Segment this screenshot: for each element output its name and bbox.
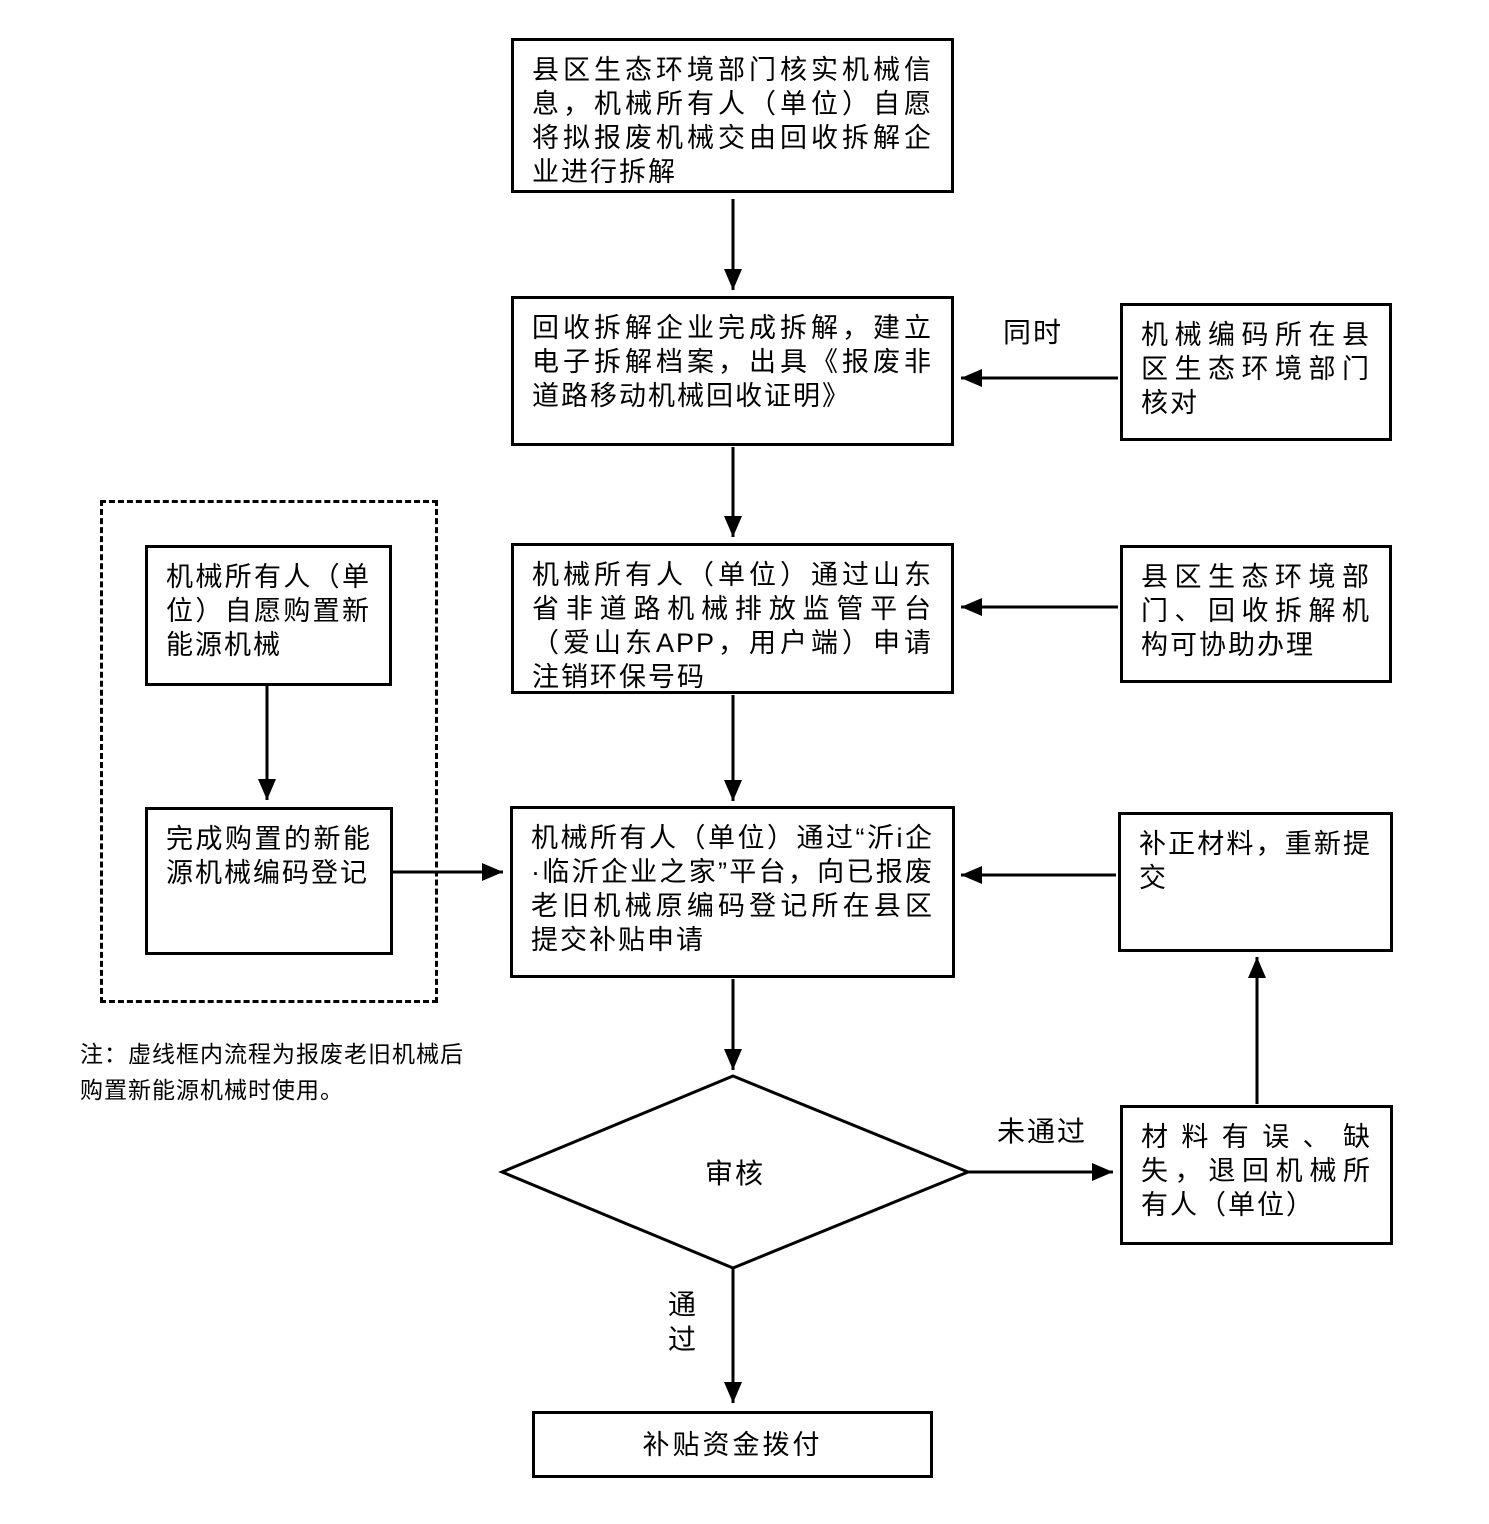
flow-node-dismantle: 回收拆解企业完成拆解，建立电子拆解档案，出具《报废非道路移动机械回收证明》 [511, 296, 954, 446]
side-node-return: 材料有误、缺失，退回机械所有人（单位） [1120, 1105, 1393, 1245]
flow-node-funds: 补贴资金拨付 [532, 1411, 933, 1478]
note-text: 注：虚线框内流程为报废老旧机械后购置新能源机械时使用。 [80, 1041, 464, 1103]
dashed-group-frame [100, 500, 438, 1003]
side-node-assist: 县区生态环境部门、回收拆解机构可协助办理 [1120, 545, 1392, 683]
flow-node-register: 完成购置的新能源机械编码登记 [145, 807, 393, 955]
review-diamond [498, 1074, 972, 1270]
edge-label-not-passed: 未通过 [997, 1116, 1088, 1147]
edge-label-simultaneous: 同时 [1003, 317, 1064, 348]
flow-node-purchase: 机械所有人（单位）自愿购置新能源机械 [145, 545, 392, 686]
side-node-resubmit: 补正材料，重新提交 [1118, 812, 1393, 952]
edge-label-passed: 通过 [667, 1289, 698, 1355]
flow-node-submit-subsidy: 机械所有人（单位）通过“沂i企·临沂企业之家”平台，向已报废老旧机械原编码登记所… [510, 806, 955, 978]
review-diamond-label: 审核 [704, 1158, 765, 1189]
flow-node-cancel-code: 机械所有人（单位）通过山东省非道路机械排放监管平台（爱山东APP，用户端）申请注… [511, 543, 954, 694]
side-node-code-check: 机械编码所在县区生态环境部门核对 [1120, 303, 1392, 441]
flow-node-verify: 县区生态环境部门核实机械信息，机械所有人（单位）自愿将拟报废机械交由回收拆解企业… [511, 38, 954, 193]
